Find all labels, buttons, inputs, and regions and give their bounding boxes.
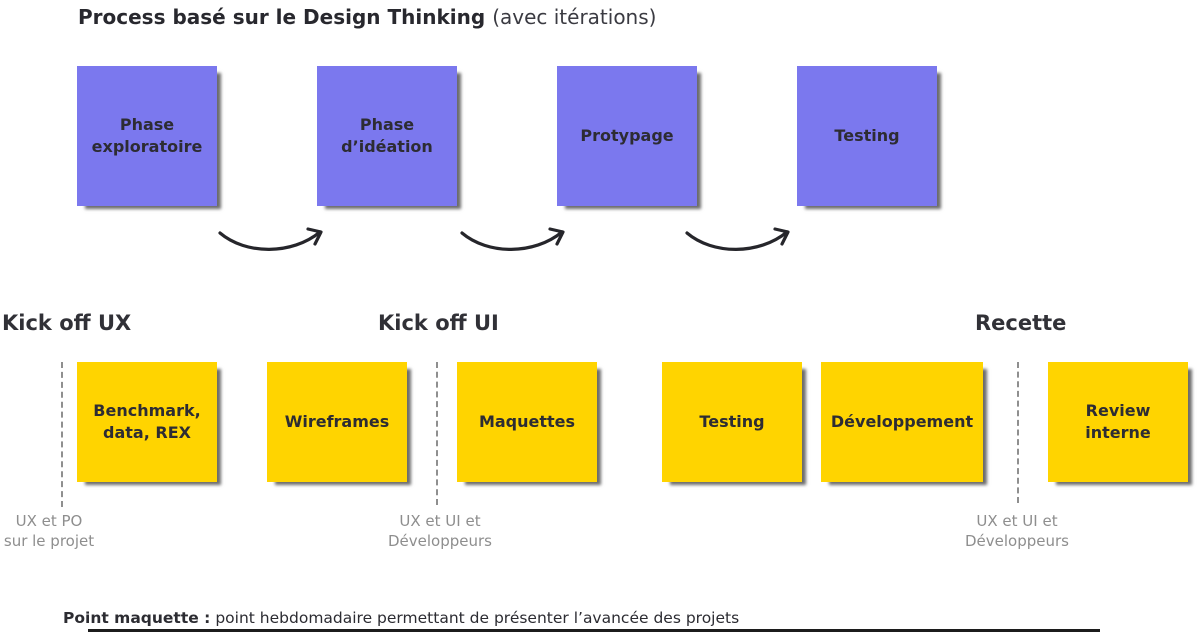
task-box: Développement	[821, 362, 983, 482]
annotation-ux-po: UX et PO sur le projet	[0, 511, 98, 551]
task-box: Maquettes	[457, 362, 597, 482]
task-box: Review interne	[1048, 362, 1188, 482]
title-suffix: (avec itérations)	[492, 5, 657, 29]
annotation-line: sur le projet	[3, 532, 95, 550]
process-step-box: Testing	[797, 66, 937, 206]
task-label: Développement	[830, 412, 974, 432]
task-box: Wireframes	[267, 362, 407, 482]
process-step-label: Phase exploratoire	[91, 115, 203, 156]
annotation-line: UX et PO	[15, 512, 83, 530]
milestone-label-kickoff-ux: Kick off UX	[2, 311, 132, 335]
task-label: Review interne	[1085, 401, 1151, 442]
process-step-label: Phase d’idéation	[341, 115, 433, 156]
process-step-box: Phase d’idéation	[317, 66, 457, 206]
process-step-box: Phase exploratoire	[77, 66, 217, 206]
footnote-text: point hebdomadaire permettant de présent…	[215, 609, 740, 627]
annotation-line: Développeurs	[965, 532, 1069, 550]
task-label: Wireframes	[284, 412, 390, 432]
dashed-connector-line	[1017, 362, 1019, 503]
footnote-bold: Point maquette :	[63, 609, 211, 627]
annotation-line: Développeurs	[388, 532, 492, 550]
footnote: Point maquette :point hebdomadaire perme…	[63, 609, 739, 627]
curved-arrow-icon	[218, 227, 323, 251]
bottom-divider-bar	[88, 629, 1100, 632]
curved-arrow-icon	[460, 227, 565, 251]
process-step-label: Protypage	[580, 126, 674, 146]
title-main: Process basé sur le Design Thinking	[78, 5, 486, 29]
process-step-box: Protypage	[557, 66, 697, 206]
annotation-line: UX et UI et	[399, 512, 481, 530]
annotation-line: UX et UI et	[976, 512, 1058, 530]
page-title: Process basé sur le Design Thinking(avec…	[78, 5, 656, 29]
dashed-connector-line	[436, 362, 438, 505]
task-box: Testing	[662, 362, 802, 482]
task-label: Testing	[699, 412, 765, 432]
milestone-label-recette: Recette	[975, 311, 1067, 335]
annotation-ux-ui-dev: UX et UI et Développeurs	[380, 511, 500, 551]
task-label: Benchmark, data, REX	[93, 401, 201, 442]
task-box: Benchmark, data, REX	[77, 362, 217, 482]
curved-arrow-icon	[685, 227, 790, 251]
dashed-connector-line	[61, 362, 63, 507]
milestone-label-kickoff-ui: Kick off UI	[378, 311, 499, 335]
annotation-ux-ui-dev: UX et UI et Développeurs	[955, 511, 1079, 551]
process-step-label: Testing	[834, 126, 900, 146]
task-label: Maquettes	[478, 412, 576, 432]
